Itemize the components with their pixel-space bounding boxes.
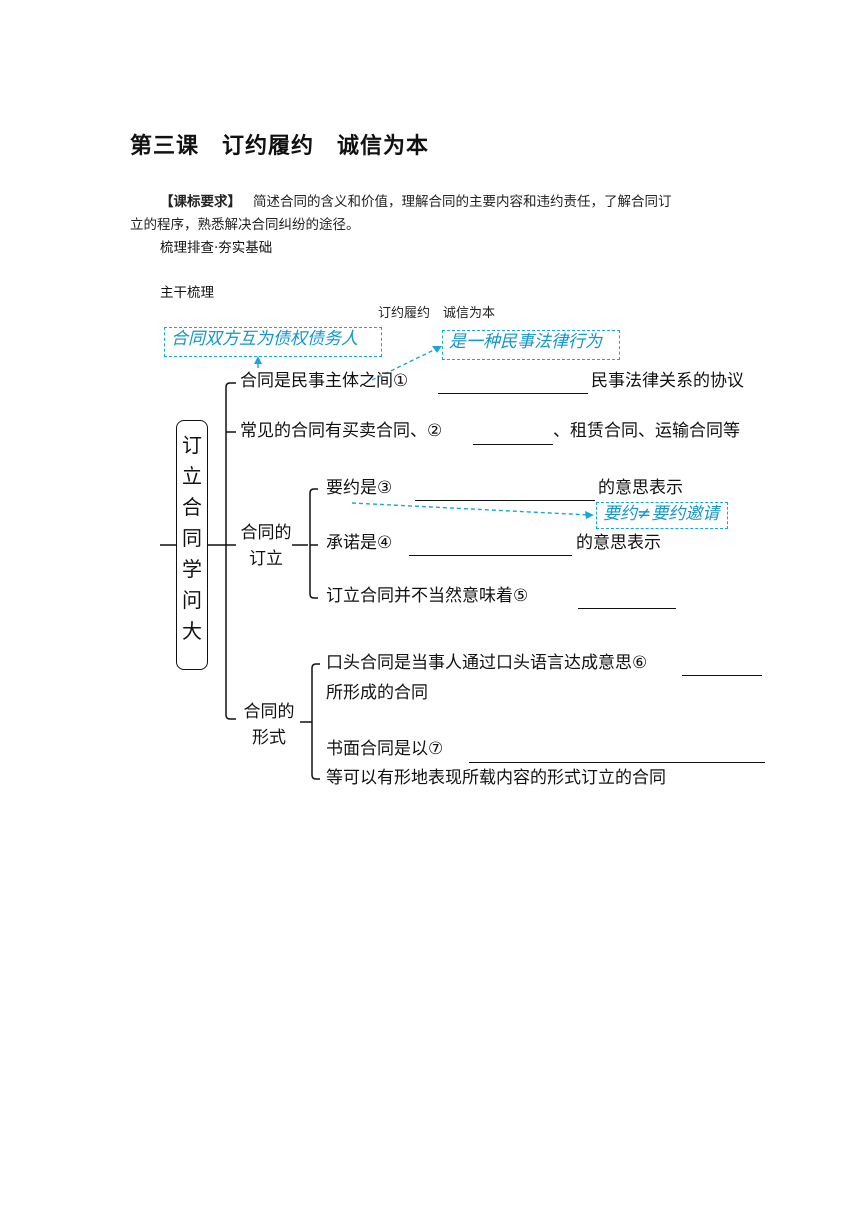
- root-char: 同: [182, 526, 202, 550]
- branch2-label: 合同的 订立: [238, 520, 294, 572]
- branch2-item1-prefix: 要约是③: [326, 478, 393, 498]
- branch3-label: 合同的 形式: [238, 699, 300, 751]
- branch1-line2-suffix: 、租赁合同、运输合同等: [553, 421, 740, 441]
- branch3-label-line2: 形式: [252, 728, 286, 748]
- branch3-item1-line2: 所形成的合同: [326, 683, 428, 703]
- branch2-label-line1: 合同的: [240, 523, 292, 543]
- section-main-heading: 主干梳理: [160, 285, 214, 301]
- requirement-label: 【课标要求】: [160, 194, 241, 210]
- requirement-text-1: 简述合同的含义和价值，理解合同的主要内容和违约责任，了解合同订: [253, 194, 672, 210]
- blank-2[interactable]: [473, 444, 553, 445]
- requirement-line-2: 立的程序，熟悉解决合同纠纷的途径。: [130, 217, 360, 233]
- branch1-line1-prefix: 合同是民事主体之间①: [240, 371, 409, 391]
- branch3-item2-line1: 书面合同是以⑦: [326, 739, 444, 759]
- blank-3[interactable]: [415, 500, 595, 501]
- blank-5[interactable]: [578, 608, 676, 609]
- root-char: 问: [182, 588, 202, 612]
- root-char: 订: [182, 433, 202, 457]
- blank-7[interactable]: [469, 762, 765, 763]
- branch2-label-line2: 订立: [249, 549, 283, 569]
- section-review-heading: 梳理排查·夯实基础: [160, 240, 273, 256]
- root-char: 学: [182, 557, 202, 581]
- note-civil-legal-act: 是一种民事法律行为: [442, 330, 620, 360]
- root-char: 大: [182, 619, 202, 643]
- branch3-label-line1: 合同的: [243, 702, 295, 722]
- note-offer-not-invitation: 要约≠要约邀请: [596, 502, 728, 529]
- branch3-item2-line2: 等可以有形地表现所载内容的形式订立的合同: [326, 768, 666, 788]
- branch1-line1-suffix: 民事法律关系的协议: [591, 371, 744, 391]
- root-node-box: 订 立 合 同 学 问 大: [176, 420, 208, 670]
- branch2-item2-prefix: 承诺是④: [326, 533, 393, 553]
- root-char: 合: [182, 495, 202, 519]
- branch1-line2-prefix: 常见的合同有买卖合同、②: [240, 421, 443, 441]
- branch2-item3-prefix: 订立合同并不当然意味着⑤: [326, 586, 529, 606]
- blank-4[interactable]: [409, 555, 572, 556]
- note-mutual-creditor-debtor: 合同双方互为债权债务人: [164, 327, 382, 357]
- root-char: 立: [182, 464, 202, 488]
- branch2-item2-suffix: 的意思表示: [576, 533, 661, 553]
- blank-6[interactable]: [682, 675, 762, 676]
- diagram-caption: 订约履约 诚信为本: [378, 306, 496, 321]
- requirement-line-1: 【课标要求】简述合同的含义和价值，理解合同的主要内容和违约责任，了解合同订: [160, 190, 672, 210]
- branch2-item1-suffix: 的意思表示: [598, 478, 683, 498]
- blank-1[interactable]: [438, 393, 588, 394]
- page-title: 第三课 订约履约 诚信为本: [130, 134, 430, 159]
- branch3-item1-line1: 口头合同是当事人通过口头语言达成意思⑥: [326, 653, 648, 673]
